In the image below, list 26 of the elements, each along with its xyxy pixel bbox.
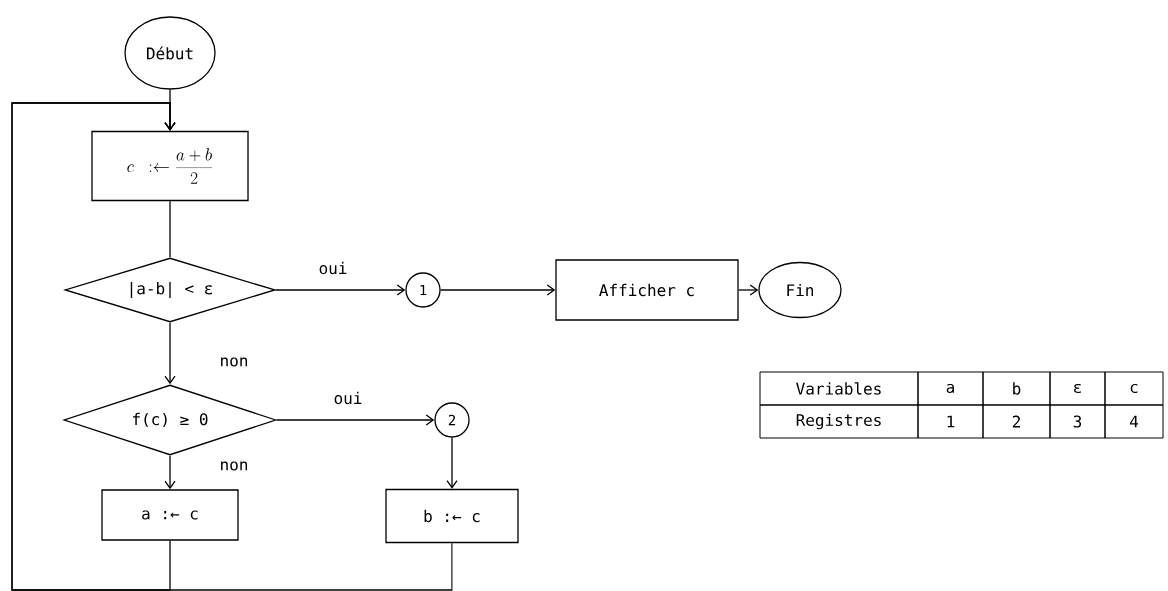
table-cell: ε — [1049, 371, 1106, 406]
process-box: $c\ :\leftarrow \frac{a+b}{2}$ — [91, 130, 249, 202]
edge-label: non — [218, 460, 250, 472]
process-box: a :← c — [101, 489, 239, 541]
table-cell: 4 — [1104, 404, 1164, 439]
process-box: Afficher c — [555, 259, 739, 321]
edge-label: oui — [332, 390, 364, 406]
edge-label: non — [218, 356, 250, 368]
table-cell: b — [982, 371, 1051, 406]
table-cell: a — [917, 371, 984, 406]
arrow — [275, 284, 406, 296]
process-box: b :← c — [385, 488, 519, 544]
arrow — [738, 284, 759, 296]
table-cell: c — [1104, 371, 1164, 406]
table-cell: 1 — [917, 404, 984, 439]
arrow — [11, 102, 453, 591]
arrow — [164, 455, 176, 490]
table-cell: 3 — [1049, 404, 1106, 439]
arrow — [276, 414, 435, 426]
arrow — [164, 322, 176, 385]
arrow — [446, 437, 458, 489]
table-cell: 2 — [982, 404, 1051, 439]
table-cell: Registres — [759, 404, 919, 439]
edge-label: oui — [317, 260, 349, 276]
arrow — [440, 284, 556, 296]
table-cell: Variables — [759, 371, 919, 406]
